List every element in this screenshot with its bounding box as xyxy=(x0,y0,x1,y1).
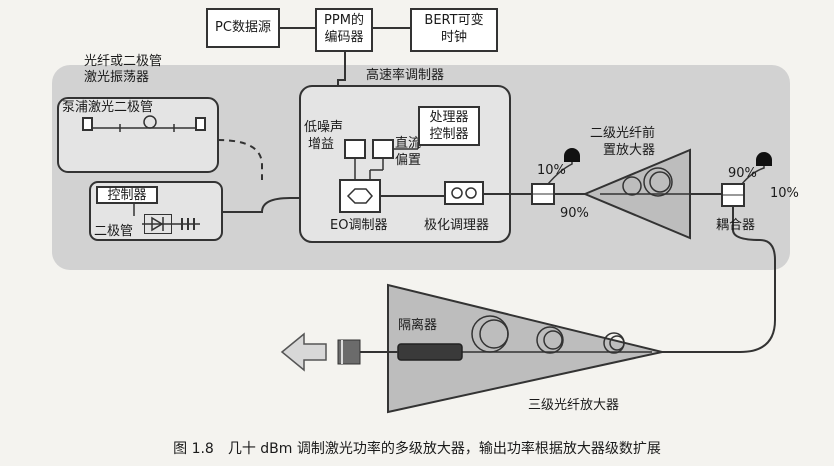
oscillator-title-1: 光纤或二极管 xyxy=(84,54,163,69)
detector-2 xyxy=(756,152,772,166)
ppm-encoder-box: PPM的 编码器 xyxy=(315,8,373,52)
bert-clock-box: BERT可变 时钟 xyxy=(410,8,498,52)
pc-source-label: PC数据源 xyxy=(215,20,271,35)
pump-coil xyxy=(143,115,157,129)
pol-ring-b xyxy=(465,187,477,199)
coupler-label: 耦合器 xyxy=(716,218,756,233)
preamp-coil-c xyxy=(649,171,671,193)
output-arrow xyxy=(280,332,327,372)
third-coil-b2 xyxy=(543,330,563,350)
isolator-label: 隔离器 xyxy=(398,318,438,333)
third-amp-triangle xyxy=(387,283,663,414)
preamp-title-1: 二级光纤前 xyxy=(590,126,656,141)
coupler2-detector-line xyxy=(741,160,765,185)
third-amp-title: 三级光纤放大器 xyxy=(528,398,620,413)
ppm-encoder-label-2: 编码器 xyxy=(324,30,364,45)
low-noise-box xyxy=(344,139,366,159)
diode-label: 二极管 xyxy=(94,224,134,239)
preamp-coil-a xyxy=(622,176,642,196)
third-coil-c2 xyxy=(609,335,625,351)
diode-box xyxy=(144,214,172,234)
third-coil-b1 xyxy=(536,326,564,354)
eo-hex xyxy=(346,188,373,204)
oscillator-frame xyxy=(57,97,219,173)
dc-bias-box xyxy=(372,139,394,159)
polarization-label: 极化调理器 xyxy=(424,218,490,233)
pump-label: 泵浦激光二极管 xyxy=(62,100,154,115)
preamp-title-2: 置放大器 xyxy=(603,143,656,158)
dc-bias-label-1: 直流 xyxy=(395,136,422,151)
eo-box xyxy=(339,179,381,213)
diode-to-eo-line xyxy=(222,197,340,213)
polarization-box xyxy=(444,181,484,205)
oscillator-title-2: 激光振荡器 xyxy=(84,70,150,85)
pol-ring-a xyxy=(451,187,463,199)
pump-left-block xyxy=(82,117,93,131)
modulator-title: 高速率调制器 xyxy=(366,68,445,83)
coupler-split-10: 10% xyxy=(770,186,799,201)
processor-label-1: 处理器 xyxy=(429,110,469,125)
processor-label-2: 控制器 xyxy=(429,127,469,142)
bert-clock-label-1: BERT可变 xyxy=(424,13,484,28)
controller-box: 控制器 xyxy=(96,186,158,204)
output-fiber xyxy=(652,206,776,353)
dc-bias-label-2: 偏置 xyxy=(395,153,422,168)
coupler-split-90: 90% xyxy=(728,166,757,181)
preamp-split-90: 90% xyxy=(560,206,589,221)
preamp-coil-b xyxy=(643,167,673,197)
tap1-detector-line xyxy=(547,156,573,185)
processor-box: 处理器 控制器 xyxy=(418,106,480,146)
isolator-block xyxy=(397,343,463,361)
pc-source-box: PC数据源 xyxy=(206,8,280,48)
output-collimator xyxy=(337,339,361,365)
controller-label: 控制器 xyxy=(107,188,147,203)
third-coil-a2 xyxy=(479,319,509,349)
pump-right-block xyxy=(195,117,206,131)
detector-1 xyxy=(564,148,580,162)
figure-caption: 图 1.8 几十 dBm 调制激光功率的多级放大器，输出功率根据放大器级数扩展 xyxy=(173,441,661,457)
eo-modulator-label: EO调制器 xyxy=(330,218,388,233)
low-noise-label-1: 低噪声 xyxy=(304,120,344,135)
low-noise-label-2: 增益 xyxy=(308,137,335,152)
preamp-split-10: 10% xyxy=(537,163,566,178)
oscillator-dashed-link xyxy=(217,139,263,180)
ppm-encoder-label-1: PPM的 xyxy=(324,13,364,28)
bert-clock-label-2: 时钟 xyxy=(440,30,467,45)
